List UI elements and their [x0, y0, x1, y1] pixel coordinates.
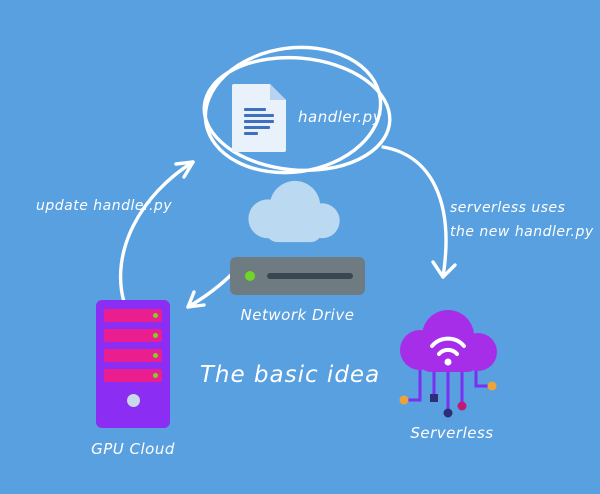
document-text-lines [244, 108, 274, 138]
network-drive-label: Network Drive [240, 306, 355, 324]
document-icon [232, 84, 286, 152]
serverless-arrow [381, 145, 457, 279]
circuit-node-orange [399, 395, 409, 405]
cloud-icon [248, 180, 340, 243]
diagram-title: The basic idea [199, 362, 381, 388]
server-bay [104, 349, 162, 362]
wifi-icon [430, 336, 466, 366]
circuit-node-magenta [457, 401, 467, 411]
server-bay [104, 369, 162, 382]
update-arrow [118, 160, 195, 304]
server-tower-icon [96, 300, 170, 428]
server-bay [104, 329, 162, 342]
serverless-label: Serverless [410, 424, 494, 442]
drive-to-gpu-arrow [186, 270, 236, 309]
bay-led-icon [153, 353, 158, 358]
bay-led-icon [153, 373, 158, 378]
serverless-arrow-label-line1: serverless uses [450, 200, 566, 216]
circuit-traces [399, 366, 497, 418]
update-arrow-label: update handler.py [36, 198, 173, 214]
handler-file-label: handler.py [298, 108, 383, 126]
network-drive-icon [230, 257, 365, 295]
bay-led-icon [153, 313, 158, 318]
power-led-icon [245, 271, 255, 281]
power-button-icon [126, 394, 140, 407]
circuit-node-orange [487, 381, 497, 391]
server-bay [104, 309, 162, 322]
bay-led-icon [153, 333, 158, 338]
serverless-cloud-icon [399, 310, 497, 418]
scribble-circle [202, 45, 392, 175]
circuit-node-dark [443, 408, 453, 418]
gpu-cloud-label: GPU Cloud [91, 440, 175, 458]
circuit-node-square [430, 394, 438, 402]
drive-slot [267, 273, 353, 279]
purple-cloud-shape [400, 310, 497, 372]
serverless-arrow-label-line2: the new handler.py [450, 224, 594, 240]
